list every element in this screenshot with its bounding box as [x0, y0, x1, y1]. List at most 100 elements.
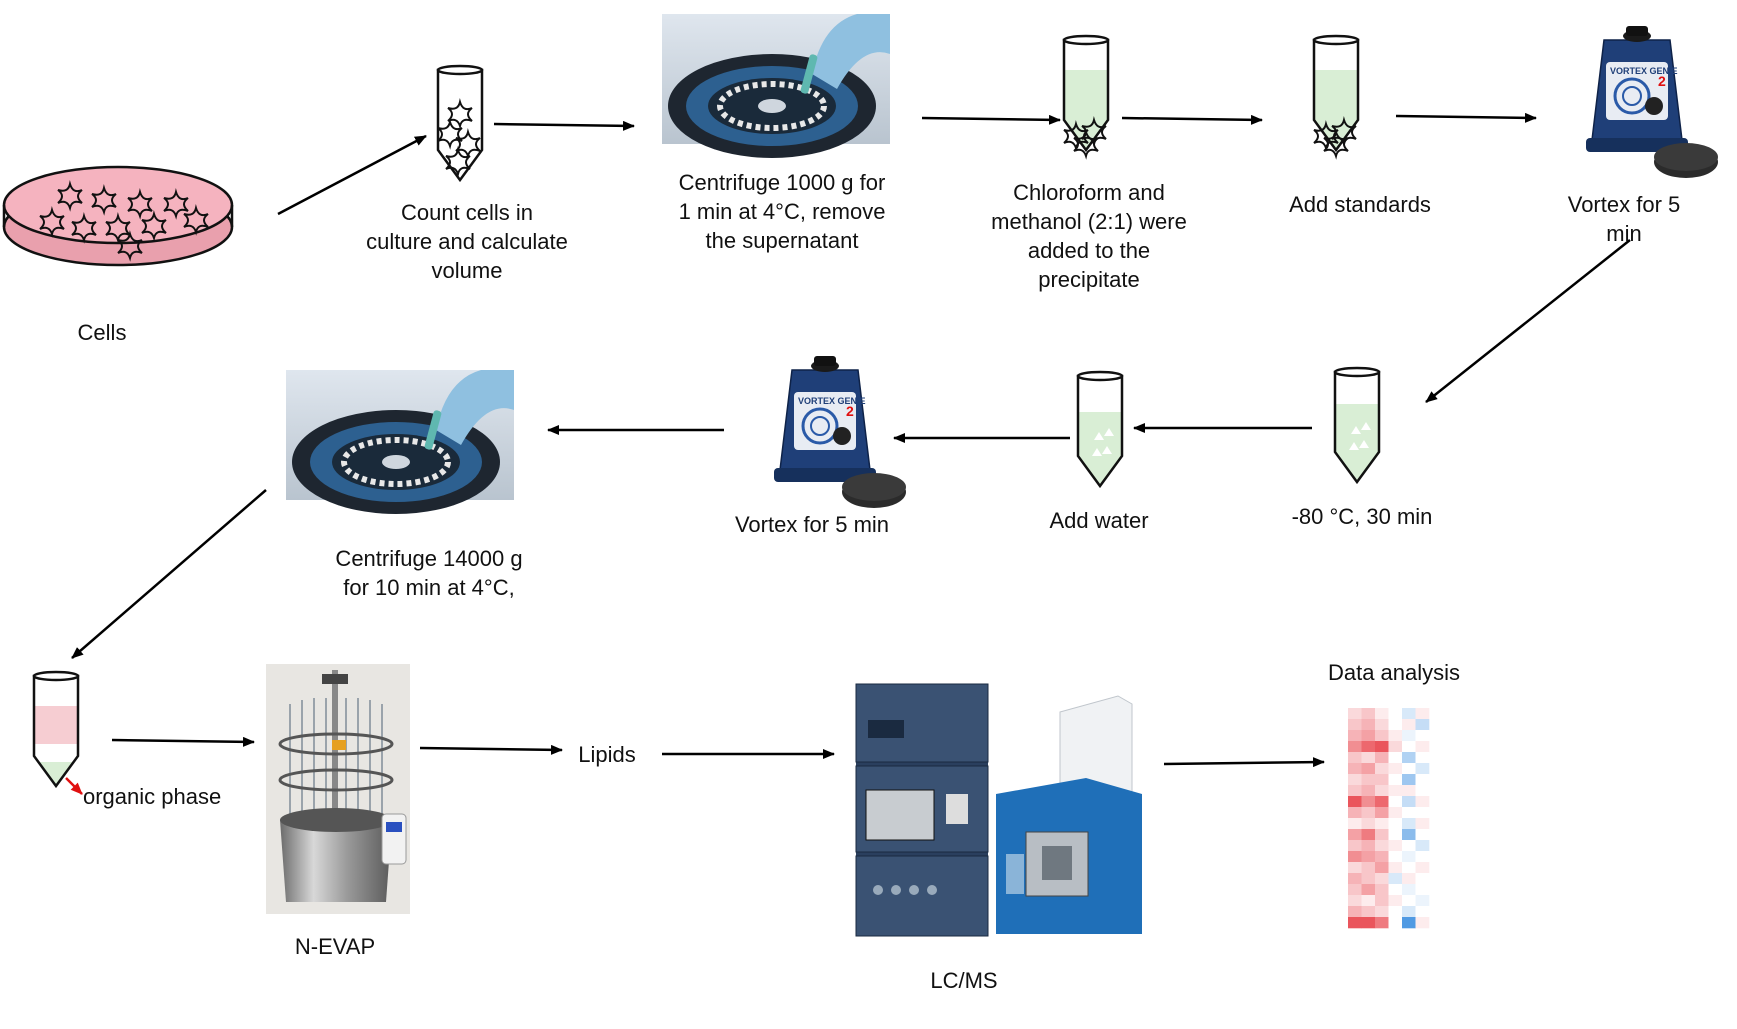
heatmap-cell	[1415, 906, 1430, 918]
heatmap-cell	[1388, 785, 1403, 797]
heatmap-cell	[1348, 906, 1362, 918]
heatmap-cell	[1361, 796, 1376, 808]
heatmap-cell	[1415, 840, 1430, 852]
heatmap-cell	[1348, 796, 1362, 808]
tube-frozen-icon	[1333, 366, 1381, 484]
heatmap-cell	[1361, 873, 1376, 885]
petri-dish-icon	[2, 165, 234, 267]
nitrogen-evaporator-photo	[266, 664, 410, 914]
heatmap-cell	[1348, 807, 1362, 819]
heatmap-cell	[1415, 829, 1430, 841]
heatmap-cell	[1348, 851, 1362, 863]
heatmap-cell	[1375, 917, 1389, 929]
label-add-water: Add water	[1049, 508, 1149, 533]
heatmap-cell	[1361, 763, 1376, 775]
tube-chloroform-icon	[1062, 34, 1110, 157]
heatmap-cell	[1375, 763, 1389, 775]
heatmap-cell	[1375, 895, 1389, 907]
heatmap-cell	[1402, 763, 1416, 775]
heatmap-cell	[1361, 730, 1376, 742]
tube-standards-icon	[1312, 34, 1360, 157]
heatmap-cell	[1361, 774, 1376, 786]
heatmap-cell	[1388, 906, 1403, 918]
heatmap-cell	[1402, 708, 1416, 720]
heatmap-cell	[1402, 719, 1416, 731]
heatmap-cell	[1348, 884, 1362, 896]
heatmap-cell	[1388, 741, 1403, 753]
heatmap-cell	[1375, 818, 1389, 830]
heatmap-cell	[1388, 851, 1403, 863]
lc-ms-instrument-photo	[855, 683, 1150, 938]
heatmap-cell	[1361, 741, 1376, 753]
arrow-nevap-to-lipids	[419, 744, 563, 755]
heatmap-cell	[1361, 785, 1376, 797]
label-vortex-1: Vortex for 5 min	[1567, 192, 1681, 246]
heatmap-cell	[1402, 785, 1416, 797]
heatmap-cell	[1348, 895, 1362, 907]
heatmap-cell	[1375, 796, 1389, 808]
heatmap-cell	[1388, 884, 1403, 896]
heatmap-cell	[1348, 840, 1362, 852]
heatmap-cell	[1388, 730, 1403, 742]
heatmap-cell	[1361, 862, 1376, 874]
heatmap-cell	[1361, 818, 1376, 830]
heatmap-cell	[1348, 763, 1362, 775]
centrifuge-photo	[662, 14, 890, 158]
heatmap-cell	[1348, 719, 1362, 731]
label-freeze: -80 °C, 30 min	[1291, 504, 1433, 529]
label-lc-ms: LC/MS	[930, 968, 998, 993]
heatmap-cell	[1375, 851, 1389, 863]
centrifuge-photo-2	[286, 370, 514, 514]
heatmap-cell	[1402, 895, 1416, 907]
vortex-model-number: 2	[846, 403, 854, 419]
heatmap-cell	[1375, 906, 1389, 918]
arrow-count-to-centrifuge	[493, 120, 635, 131]
heatmap-cell	[1361, 851, 1376, 863]
heatmap-cell	[1375, 708, 1389, 720]
heatmap-cell	[1388, 895, 1403, 907]
heatmap-cell	[1361, 708, 1376, 720]
heatmap-cell	[1361, 829, 1376, 841]
label-vortex-2: Vortex for 5 min	[734, 512, 890, 537]
heatmap-cell	[1415, 796, 1430, 808]
heatmap-cell	[1348, 730, 1362, 742]
heatmap-cell	[1348, 818, 1362, 830]
heatmap-cell	[1375, 884, 1389, 896]
tube-phase-icon	[32, 670, 80, 788]
heatmap-cell	[1361, 917, 1376, 929]
heatmap-cell	[1415, 774, 1430, 786]
tube-water-icon	[1076, 370, 1124, 488]
heatmap-cell	[1388, 708, 1403, 720]
heatmap-cell	[1402, 840, 1416, 852]
heatmap-cell	[1415, 895, 1430, 907]
label-centrifuge-2: Centrifuge 14000 g for 10 min at 4°C,	[335, 546, 523, 600]
heatmap-cell	[1375, 774, 1389, 786]
arrow-vortex-to-freeze	[1425, 239, 1631, 403]
heatmap-cell	[1361, 752, 1376, 764]
heatmap-thumbnail	[1348, 708, 1430, 929]
heatmap-cell	[1375, 862, 1389, 874]
heatmap-cell	[1402, 862, 1416, 874]
heatmap-cell	[1402, 730, 1416, 742]
heatmap-cell	[1402, 818, 1416, 830]
heatmap-cell	[1415, 708, 1430, 720]
heatmap-cell	[1375, 807, 1389, 819]
heatmap-cell	[1402, 752, 1416, 764]
heatmap-cell	[1348, 862, 1362, 874]
heatmap-cell	[1375, 840, 1389, 852]
heatmap-cell	[1348, 708, 1362, 720]
heatmap-cell	[1415, 807, 1430, 819]
label-count-cells: Count cells in culture and calculate vol…	[366, 200, 568, 283]
heatmap-cell	[1402, 906, 1416, 918]
heatmap-cell	[1415, 741, 1430, 753]
heatmap-cell	[1402, 774, 1416, 786]
heatmap-cell	[1415, 818, 1430, 830]
heatmap-cell	[1361, 840, 1376, 852]
tube-cells-icon	[436, 64, 484, 182]
heatmap-cell	[1415, 851, 1430, 863]
heatmap-cell	[1375, 785, 1389, 797]
heatmap-cell	[1415, 763, 1430, 775]
